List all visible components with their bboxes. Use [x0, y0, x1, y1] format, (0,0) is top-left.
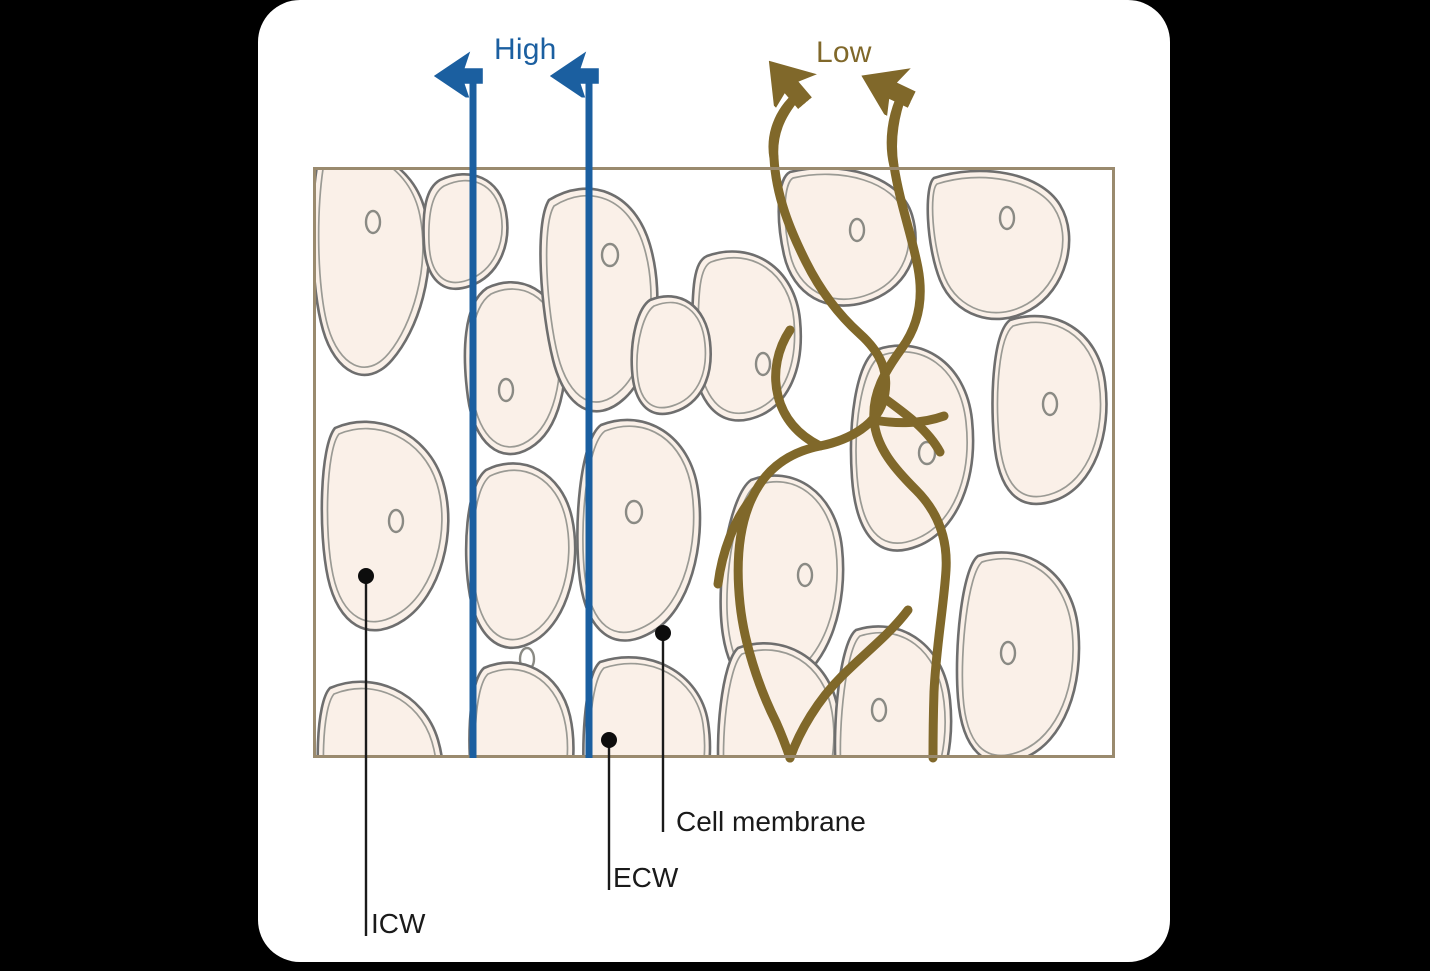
icw-anchor-dot	[358, 568, 374, 584]
cell-nucleus	[870, 697, 888, 723]
low-frequency-current-paths	[713, 87, 951, 763]
cell	[576, 418, 702, 642]
low-frequency-arrow-left	[768, 95, 798, 163]
cell-nucleus	[917, 440, 937, 466]
low-frequency-branch-c	[785, 605, 913, 763]
cell-nucleus	[998, 205, 1016, 231]
cell	[630, 295, 712, 416]
cell	[316, 680, 443, 757]
callout-label-cell-membrane: Cell membrane	[676, 806, 866, 837]
legend-label-low: Low	[816, 36, 872, 69]
cell-nucleus	[387, 508, 405, 534]
cell	[464, 462, 577, 672]
cell	[716, 642, 842, 757]
cell-membrane-anchor-dot	[655, 625, 671, 641]
cell	[539, 187, 659, 413]
cell	[468, 661, 575, 757]
cell-nucleus	[1041, 391, 1059, 417]
tissue-frame-border	[313, 167, 1115, 758]
low-frequency-path-left	[733, 87, 891, 763]
cell-nucleus	[364, 209, 382, 235]
low-frequency-arrow-right	[891, 95, 902, 171]
cell-nucleus	[796, 562, 814, 588]
low-frequency-branch-b	[771, 325, 825, 451]
legend-label-high: High	[494, 33, 557, 66]
cell-nucleus	[848, 217, 866, 243]
cell	[926, 169, 1071, 321]
low-frequency-arrows	[768, 95, 902, 171]
callout-label-ecw: ECW	[613, 862, 679, 893]
cell-nucleus	[600, 242, 620, 268]
callout-dots	[358, 568, 671, 748]
cell-nucleus	[999, 640, 1017, 666]
callout-leaders	[364, 576, 665, 936]
callout-label-icw: ICW	[371, 908, 426, 939]
low-frequency-branch-d	[869, 411, 949, 428]
high-frequency-current-paths	[469, 86, 593, 758]
cell	[955, 551, 1081, 757]
ecw-anchor-dot	[601, 732, 617, 748]
cell	[314, 168, 431, 377]
cell-layer	[314, 168, 1108, 757]
cell-nucleus	[624, 499, 644, 525]
cell	[320, 420, 450, 632]
low-frequency-branch-e	[713, 493, 757, 589]
cell-nucleus	[754, 351, 772, 377]
cell-nucleus	[497, 377, 515, 403]
cell	[991, 314, 1108, 506]
high-frequency-arrows	[473, 76, 589, 120]
